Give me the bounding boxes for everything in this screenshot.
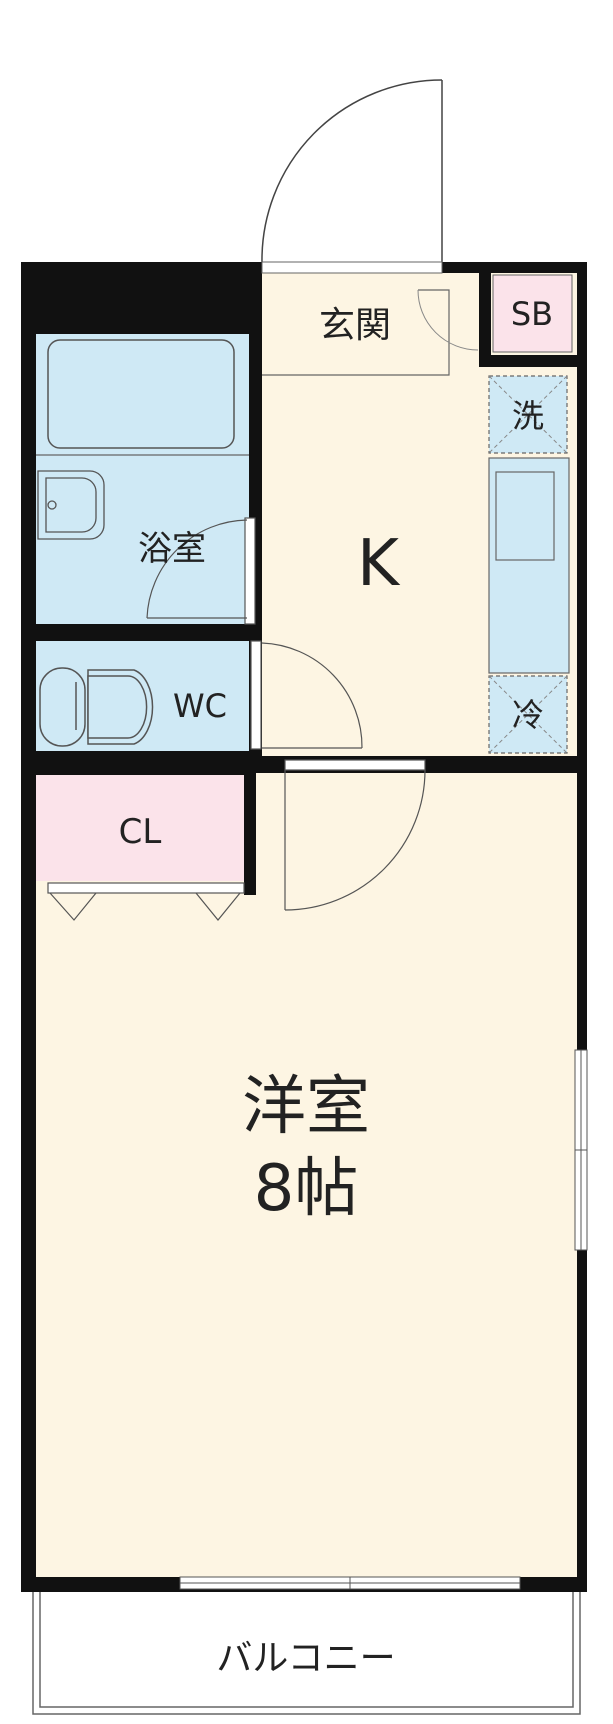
entrance-opening [261,261,443,274]
wall-bath-toilet [21,624,262,641]
washbasin [37,470,105,540]
entrance-label: 玄関 [319,305,391,346]
bath-door [146,517,256,625]
western-room-size-label: 8帖 [254,1152,359,1226]
balcony-outline [32,1592,581,1715]
western-room-name-label: 洋室 [242,1070,370,1144]
entrance-door-swing [261,79,443,264]
bottom-window [179,1576,521,1590]
washer-space [488,375,568,454]
shoe-box [492,274,573,353]
fridge-label: 冷 [512,696,544,734]
western-room-floor [36,773,577,1577]
western-room-door [284,759,426,911]
bathtub [47,339,235,449]
washer-label: 洗 [512,397,544,435]
bath-label: 浴室 [138,529,206,569]
closet-doors [47,882,245,921]
entrance-inner-door-swing [417,289,479,351]
kitchen-counter [488,457,570,674]
toilet [39,667,154,747]
right-window [574,1049,588,1251]
toilet-label: WC [173,687,227,725]
shoe-box-label: SB [511,295,553,333]
closet-label: CL [119,812,162,852]
entrance-step [262,289,450,376]
closet-floor-top [36,775,244,881]
balcony-label: バルコニー [216,1638,395,1679]
wall-sb-bottom [479,355,587,367]
wall-top-left [21,262,262,334]
kitchen-label: K [357,527,401,601]
toilet-door [250,640,363,750]
wall-closet-right [244,765,256,895]
wall-closet-top [21,761,256,775]
wall-sb-left [479,273,491,363]
fridge-space [488,675,568,754]
